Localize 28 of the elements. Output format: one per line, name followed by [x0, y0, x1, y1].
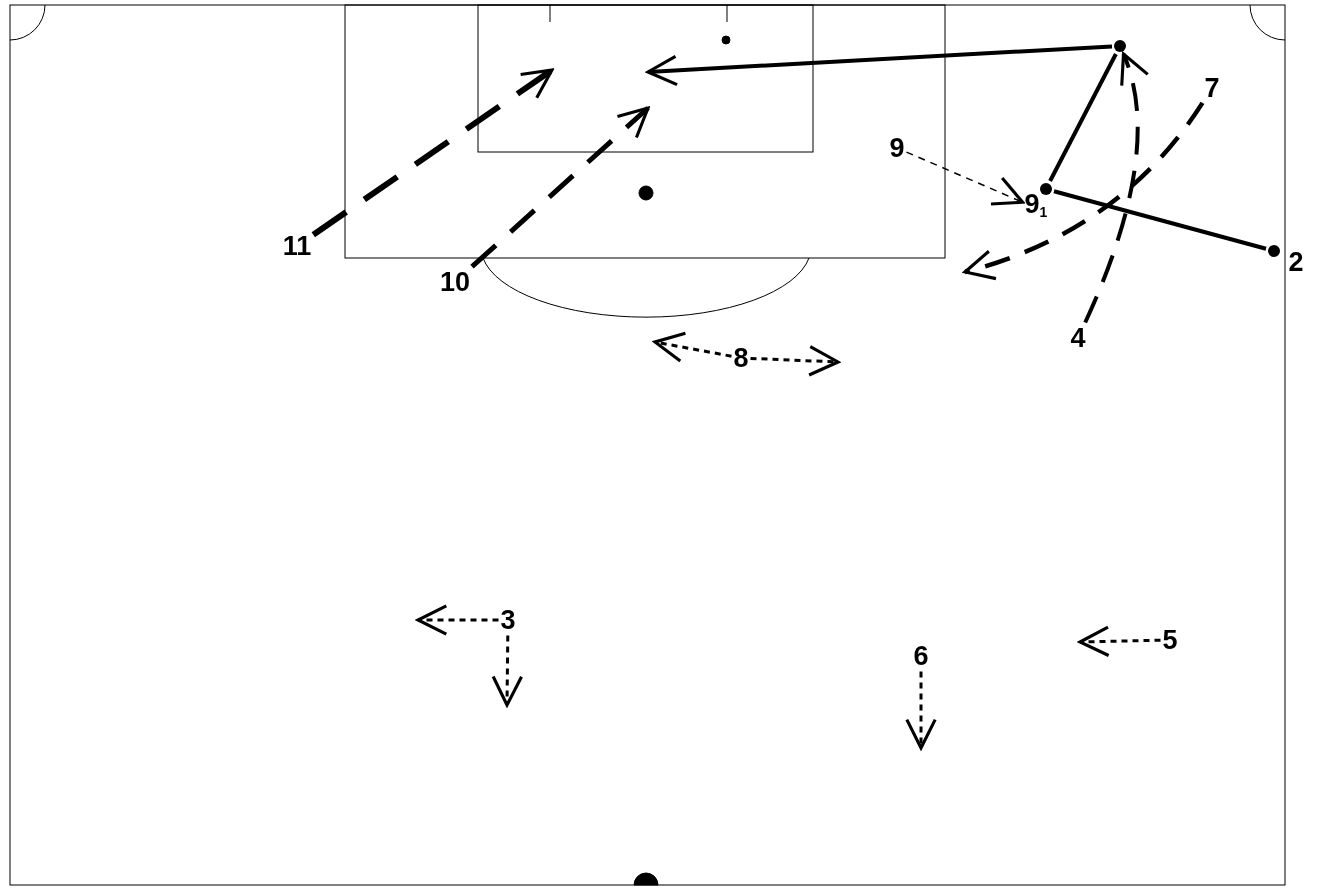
movement-arrow	[963, 101, 1205, 280]
player-number: 5	[1162, 626, 1178, 654]
player-number: 6	[913, 642, 929, 670]
movement-arrow	[1083, 52, 1149, 324]
pass-line	[1053, 189, 1267, 251]
movement-arrow	[653, 331, 732, 363]
movement-arrow	[470, 106, 650, 269]
movement-arrow	[311, 67, 554, 238]
player-number: 2	[1288, 248, 1304, 276]
player-number: 9	[889, 134, 905, 162]
player-number: 9$_{1}$	[1024, 190, 1048, 226]
position-dot	[1040, 183, 1052, 195]
player-number: 8	[733, 344, 749, 372]
movement-arrow	[491, 635, 524, 707]
player-number: 3	[500, 606, 516, 634]
movement-arrow	[905, 671, 937, 750]
pass-line	[1048, 53, 1118, 182]
movement-arrow	[750, 345, 840, 377]
movement-arrow	[416, 604, 499, 636]
position-dot	[1114, 40, 1126, 52]
player-number: 7	[1204, 74, 1220, 102]
player-number: 4	[1070, 324, 1086, 352]
player-number: 10	[440, 268, 470, 296]
pass-line	[646, 44, 1113, 87]
movement-arrow	[905, 151, 1025, 206]
position-dot	[1268, 245, 1280, 257]
player-number: 11	[282, 232, 312, 260]
movement-arrow	[1078, 625, 1161, 658]
